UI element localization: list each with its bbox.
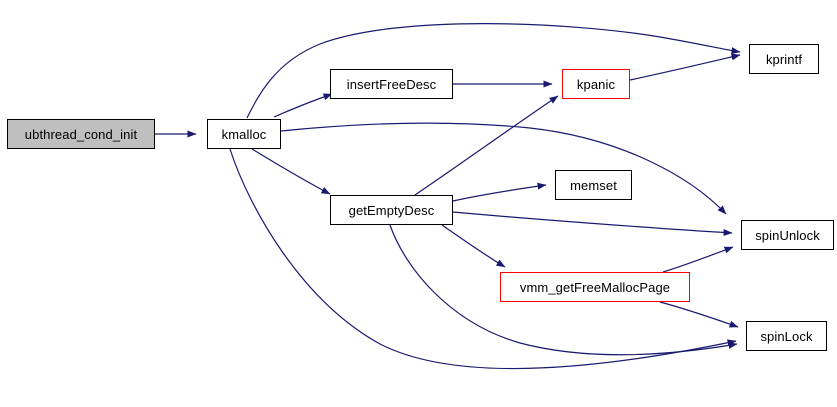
- node-label-kmalloc: kmalloc: [221, 126, 267, 142]
- edge-vmm_getFreeMallocPage-to-spinLock: [659, 301, 739, 328]
- edge-kmalloc-to-spinUnlock: [280, 122, 727, 215]
- node-getEmptyDesc[interactable]: getEmptyDesc: [330, 195, 453, 225]
- edge-getEmptyDesc-to-kpanic: [414, 95, 559, 196]
- node-kmalloc[interactable]: kmalloc: [207, 119, 281, 149]
- node-spinUnlock[interactable]: spinUnlock: [741, 220, 834, 250]
- node-label-spinLock: spinLock: [760, 328, 813, 344]
- edge-getEmptyDesc-to-vmm_getFreeMallocPage: [441, 224, 506, 268]
- node-kprintf[interactable]: kprintf: [749, 44, 819, 74]
- node-label-ubthread_cond_init: ubthread_cond_init: [24, 126, 138, 142]
- node-label-vmm_getFreeMallocPage: vmm_getFreeMallocPage: [519, 279, 671, 295]
- edge-getEmptyDesc-to-spinLock: [389, 224, 738, 356]
- edge-group: [155, 23, 741, 370]
- node-kpanic[interactable]: kpanic: [562, 69, 630, 99]
- node-label-memset: memset: [570, 177, 617, 193]
- node-label-spinUnlock: spinUnlock: [755, 227, 820, 243]
- node-insertFreeDesc[interactable]: insertFreeDesc: [330, 69, 453, 99]
- edge-kmalloc-to-insertFreeDesc: [273, 93, 333, 118]
- edge-kpanic-to-kprintf: [629, 53, 741, 81]
- edge-kmalloc-to-spinLock: [229, 148, 737, 370]
- edge-kmalloc-to-kprintf: [246, 23, 741, 119]
- edge-getEmptyDesc-to-spinUnlock: [452, 211, 733, 236]
- node-ubthread_cond_init[interactable]: ubthread_cond_init: [7, 119, 155, 149]
- edge-vmm_getFreeMallocPage-to-spinUnlock: [662, 246, 734, 273]
- node-label-kpanic: kpanic: [576, 76, 616, 92]
- node-label-insertFreeDesc: insertFreeDesc: [346, 76, 437, 92]
- node-label-kprintf: kprintf: [765, 51, 803, 67]
- node-vmm_getFreeMallocPage[interactable]: vmm_getFreeMallocPage: [500, 272, 690, 302]
- node-label-getEmptyDesc: getEmptyDesc: [348, 202, 435, 218]
- node-spinLock[interactable]: spinLock: [746, 321, 827, 351]
- node-memset[interactable]: memset: [555, 170, 632, 200]
- edge-getEmptyDesc-to-memset: [452, 182, 547, 202]
- edge-kmalloc-to-getEmptyDesc: [251, 148, 331, 195]
